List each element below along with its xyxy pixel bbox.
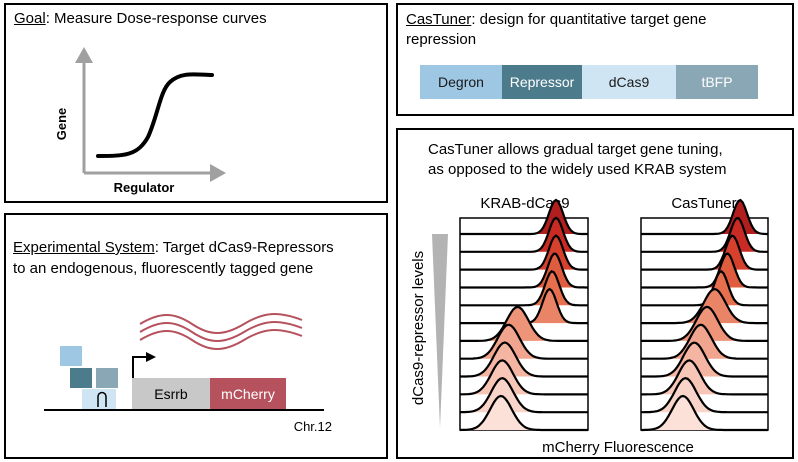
construct-block-tbfp: tBFP — [676, 65, 758, 99]
locus-diagram: Esrrb mCherry Chr.12 — [44, 313, 332, 434]
construct-block-repressor: Repressor — [502, 65, 582, 99]
repressor-protein-4 — [82, 389, 116, 409]
repressor-level-wedge — [432, 234, 448, 428]
castuner-title-line2: repression — [406, 31, 477, 48]
goal-panel: Goal: Measure Dose-response curves Gene … — [4, 3, 388, 203]
plot-x-arrowhead — [210, 164, 226, 182]
dose-response-plot: Gene Regulator — [54, 47, 226, 195]
krab-ridge-line-4 — [460, 252, 588, 289]
castuner-ridge-fill-9 — [641, 342, 768, 377]
gene-label: Esrrb — [154, 386, 188, 402]
krab-ridge-fill-10 — [460, 360, 588, 395]
castuner-ridgeline — [640, 198, 769, 432]
plot-y-arrowhead — [75, 47, 93, 63]
krab-ridge-line-10 — [460, 359, 588, 396]
krab-ridgeline — [459, 198, 589, 432]
comparison-title-line1: CasTuner allows gradual target gene tuni… — [428, 141, 723, 158]
castuner-ridge-line-4 — [641, 252, 768, 289]
castuner-ridge-line-1 — [641, 198, 768, 236]
guide-rna — [97, 391, 107, 407]
krab-ridge-line-11 — [459, 377, 588, 414]
castuner-ridge-line-6 — [641, 287, 768, 325]
krab-ridge-fill-9 — [460, 342, 588, 377]
castuner-ridge-line-12 — [641, 394, 768, 432]
castuner-ridge-fill-10 — [641, 360, 768, 395]
krab-ridge-fill-6 — [460, 289, 588, 324]
comparison-panel: CasTuner allows gradual target gene tuni… — [396, 128, 794, 459]
goal-x-label: Regulator — [114, 180, 175, 195]
goal-y-label: Gene — [54, 108, 69, 141]
repressor-protein-2 — [70, 368, 92, 388]
krab-ridge-fill-12 — [460, 396, 588, 430]
castuner-ridge-fill-11 — [641, 378, 768, 413]
krab-ridge-line-8 — [460, 323, 588, 360]
castuner-ridge-fill-6 — [641, 289, 768, 324]
sigmoid-curve — [96, 72, 214, 158]
plot-axes — [82, 57, 216, 175]
castuner-ridge-line-3 — [641, 234, 768, 271]
goal-text: : Measure Dose-response curves — [45, 10, 267, 27]
reporter-label: mCherry — [221, 386, 275, 402]
krab-ridge-line-1 — [460, 198, 588, 236]
castuner-ridge-line-2 — [641, 216, 768, 253]
repressor-protein-3 — [96, 368, 118, 388]
krab-ridge-line-3 — [460, 234, 588, 271]
goal-heading: Goal — [14, 10, 46, 27]
construct-block-dcas9: dCas9 — [582, 65, 676, 99]
castuner-ridge-fill-7 — [641, 306, 768, 341]
castuner-ridge-fill-12 — [641, 396, 768, 430]
castuner-text-1: : design for quantitative target gene — [471, 11, 707, 28]
ridgeline-plots: KRAB-dCas9 CasTuner dCas9-repressor leve… — [410, 195, 769, 456]
experimental-panel: Experimental System: Target dCas9-Repres… — [4, 213, 388, 459]
left-plot-title: KRAB-dCas9 — [480, 195, 569, 212]
castuner-title-line1: CasTuner: design for quantitative target… — [406, 10, 706, 30]
castuner-ridge-line-11 — [641, 377, 768, 414]
reporter-block — [210, 378, 286, 409]
krab-ridge-line-5 — [460, 269, 588, 307]
comparison-title-line2: as opposed to the widely used KRAB syste… — [428, 161, 727, 178]
goal-title: Goal: Measure Dose-response curves — [14, 9, 267, 29]
krab-ridge-fill-7 — [460, 306, 588, 341]
castuner-ridge-line-7 — [641, 305, 768, 342]
repressor-protein-1 — [60, 346, 82, 366]
experimental-title-line2: to an endogenous, fluorescently tagged g… — [13, 260, 314, 277]
castuner-ridge-fill-8 — [641, 324, 768, 359]
gene-block — [132, 378, 210, 409]
right-plot-title: CasTuner — [671, 195, 736, 212]
experimental-title-line1: Experimental System: Target dCas9-Repres… — [13, 238, 334, 258]
promoter-arrowhead — [146, 352, 156, 362]
krab-ridge-line-7 — [460, 305, 588, 342]
castuner-ridge-fill-3 — [641, 235, 768, 270]
castuner-ridge-line-8 — [641, 323, 768, 360]
construct-block-degron: Degron — [420, 65, 502, 99]
experimental-heading: Experimental System — [13, 239, 155, 256]
castuner-heading: CasTuner — [406, 11, 472, 28]
chromosome-label: Chr.12 — [294, 419, 332, 434]
castuner-panel: CasTuner: design for quantitative target… — [396, 3, 794, 116]
krab-ridge-fill-5 — [460, 271, 588, 306]
mrna-transcripts — [139, 313, 303, 350]
krab-ridge-line-2 — [460, 216, 588, 253]
castuner-ridge-fill-4 — [641, 253, 768, 288]
krab-ridge-line-9 — [460, 341, 588, 378]
castuner-ridge-line-9 — [641, 341, 768, 378]
krab-ridge-line-12 — [459, 394, 588, 432]
krab-ridge-fill-8 — [460, 324, 588, 359]
x-axis-label: mCherry Fluorescence — [542, 439, 694, 456]
castuner-ridge-line-10 — [641, 359, 768, 396]
y-axis-label: dCas9-repressor levels — [410, 251, 427, 405]
experimental-text-1: : Target dCas9-Repressors — [154, 239, 334, 256]
